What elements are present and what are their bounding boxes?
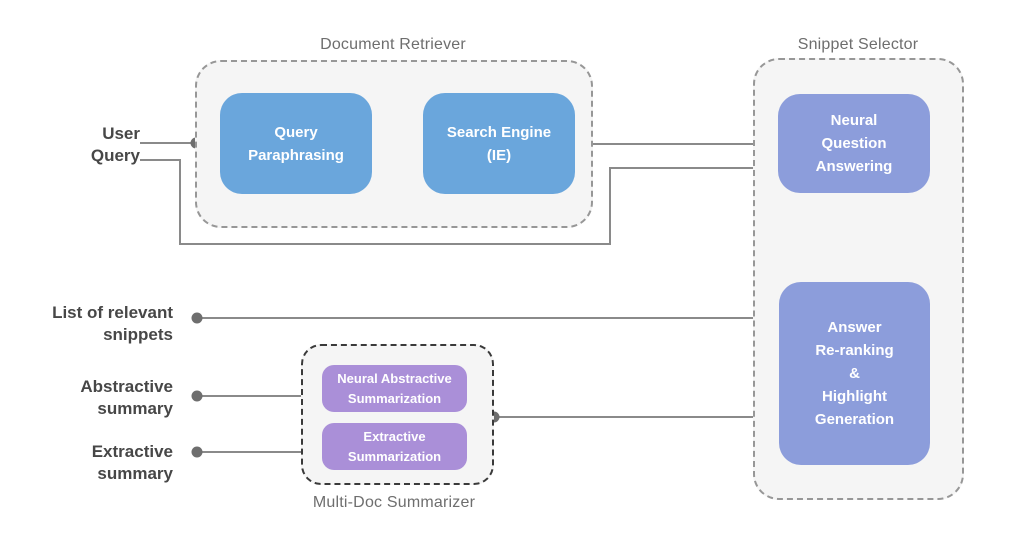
junction-dot xyxy=(191,446,203,458)
extractive-summarization-node: Extractive Summarization xyxy=(322,423,467,470)
neural-abstractive-summarization-node: Neural Abstractive Summarization xyxy=(322,365,467,412)
multi-doc-summarizer-title: Multi-Doc Summarizer xyxy=(312,494,476,511)
document-retriever-title: Document Retriever xyxy=(320,36,466,53)
user-query-label: User Query xyxy=(90,124,140,165)
query-paraphrasing-node: Query Paraphrasing xyxy=(220,93,372,194)
answer-reranking-node: Answer Re-ranking & Highlight Generation xyxy=(779,282,930,465)
extractive-summary-label: Extractive summary xyxy=(91,442,173,483)
abstractive-summary-label: Abstractive summary xyxy=(80,377,173,418)
list-of-relevant-snippets-label: List of relevant snippets xyxy=(52,303,173,344)
snippet-selector-title: Snippet Selector xyxy=(797,36,919,53)
junction-dot xyxy=(191,312,203,324)
search-engine-node: Search Engine (IE) xyxy=(423,93,575,194)
neural-question-answering-node: Neural Question Answering xyxy=(778,94,930,193)
junction-dot xyxy=(191,390,203,402)
